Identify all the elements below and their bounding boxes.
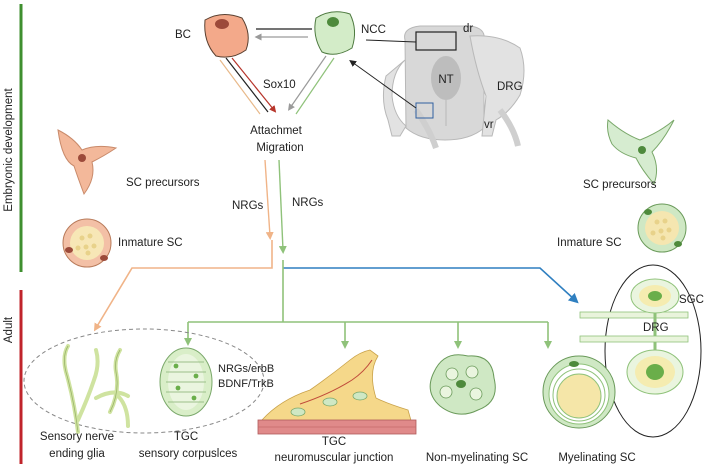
vr-highlight-box	[415, 102, 434, 119]
immature-sc-right-label: Inmature SC	[557, 237, 622, 249]
attachment-label: Attachmet	[250, 125, 303, 137]
migration-label: Migration	[256, 142, 303, 154]
vr-label: vr	[484, 119, 494, 131]
nrgs-center-label: NRGs	[292, 197, 324, 209]
immature-sc-left-label: Inmature SC	[118, 237, 183, 249]
orange-to-sensory-arrow	[93, 240, 273, 332]
sensory-nerve-label-1: Sensory nerve	[40, 431, 114, 443]
nrgs-erbb-label: NRGs/erbB	[218, 363, 274, 375]
immature-sc-right-icon	[637, 203, 687, 253]
dr-pointer	[365, 39, 417, 43]
dr-highlight-box	[415, 31, 457, 51]
sensory-nerve-ending-icon	[62, 344, 130, 434]
sensory-dashed-ellipse	[23, 328, 265, 434]
nrgs-left-label: NRGs	[232, 200, 264, 212]
neural-tube-illustration	[382, 25, 525, 149]
non-myelinating-label: Non-myelinating SC	[426, 452, 528, 464]
ncc-cell-icon	[314, 11, 356, 55]
orange-stream	[264, 159, 274, 240]
drg-ellipse	[604, 264, 702, 438]
myelinating-label: Myelinating SC	[558, 452, 635, 464]
ncc-line-gray	[288, 55, 327, 111]
non-myelinating-sc-icon	[429, 354, 496, 415]
ncc-label: NCC	[361, 24, 386, 36]
blue-to-drg-arrow	[283, 267, 579, 304]
tgc-nmj-label-2: neuromuscular junction	[275, 452, 394, 464]
drg-right-label: DRG	[643, 322, 669, 334]
sensory-nerve-label-2: ending glia	[49, 448, 105, 460]
bc-line-tan	[219, 59, 261, 115]
green-stream	[278, 159, 287, 254]
sc-precursor-left-icon	[57, 129, 118, 196]
bdnf-trkb-label: BDNF/TrkB	[218, 378, 274, 390]
ncc-line-green	[295, 57, 335, 115]
myelinating-sc-icon	[542, 355, 616, 429]
sgc-label: SGC	[679, 294, 704, 306]
tgc-nmj-icon	[257, 349, 417, 435]
bc-label: BC	[175, 29, 191, 41]
drg-top-label: DRG	[497, 81, 523, 93]
bc-line-red	[231, 57, 277, 113]
tgc-corpuscle-label-1: TGC	[174, 431, 198, 443]
sgc-illustration	[579, 278, 689, 395]
tgc-corpuscle-icon	[159, 347, 213, 417]
dr-label: dr	[463, 23, 473, 35]
embryonic-label: Embryonic development	[3, 88, 15, 212]
sc-precursor-right-icon	[607, 119, 675, 185]
tgc-corpuscle-label-2: sensory corpuslces	[139, 448, 238, 460]
tgc-nmj-label-1: TGC	[322, 436, 346, 448]
sensory-nerve-outline	[64, 345, 121, 433]
bc-cell-icon	[204, 14, 249, 58]
immature-sc-left-icon	[62, 218, 112, 268]
vr-pointer	[349, 59, 417, 109]
sox10-label: Sox10	[263, 79, 296, 91]
adult-label: Adult	[3, 316, 15, 343]
sc-precursors-right-label: SC precursors	[583, 179, 657, 191]
nt-label: NT	[438, 74, 453, 86]
bc-line-black	[225, 57, 269, 113]
sc-precursors-left-label: SC precursors	[126, 177, 200, 189]
